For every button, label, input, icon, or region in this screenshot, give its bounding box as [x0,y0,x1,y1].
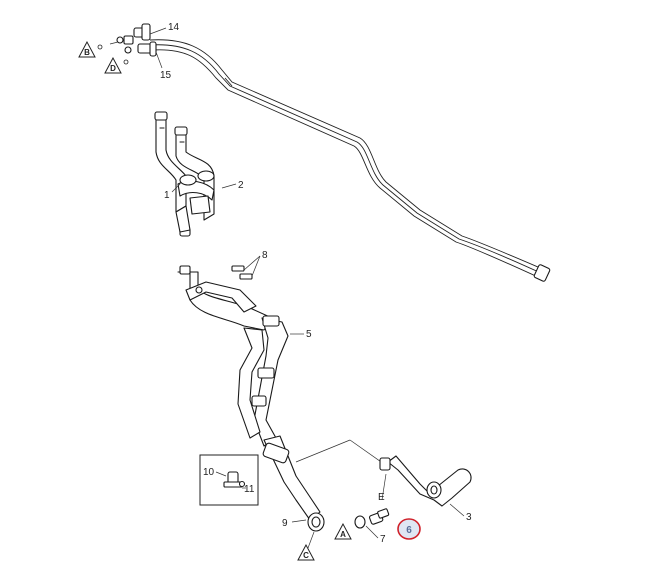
callout-8: 8 [262,250,268,261]
connection-mark-A: A [334,522,352,540]
callout-2: 2 [238,180,244,191]
upper-hose-assembly [154,111,215,237]
lower-hose-assembly [262,435,385,532]
svg-text:B: B [84,48,90,57]
connection-mark-B: B [78,40,103,58]
svg-text:A: A [340,530,346,539]
connection-mark-C: C [297,543,315,561]
parts-6-7 [354,508,390,529]
svg-text:D: D [110,64,116,73]
callout-1: 1 [164,190,170,201]
callout-11: 11 [244,484,255,495]
right-hose-assembly [379,455,472,507]
leader-lines [109,27,465,549]
callout-6: 6 [406,525,412,536]
callout-3: 3 [466,512,472,523]
callout-15: 15 [160,70,172,81]
bolts-8 [231,265,253,280]
fitting-15 [124,41,157,57]
callout-14: 14 [168,22,180,33]
coolant-pipe-long [149,39,551,282]
highlight-part-6[interactable]: 6 [397,518,421,540]
middle-hose-assembly [177,265,289,447]
callout-E: E [378,492,385,503]
callout-7: 7 [380,534,386,545]
svg-text:C: C [303,551,309,560]
inset-box-10-11 [199,454,259,506]
callout-9: 9 [282,518,288,529]
fitting-14 [116,23,151,45]
callout-10: 10 [203,467,215,478]
callout-5: 5 [306,329,312,340]
connection-mark-D: D [104,56,129,74]
